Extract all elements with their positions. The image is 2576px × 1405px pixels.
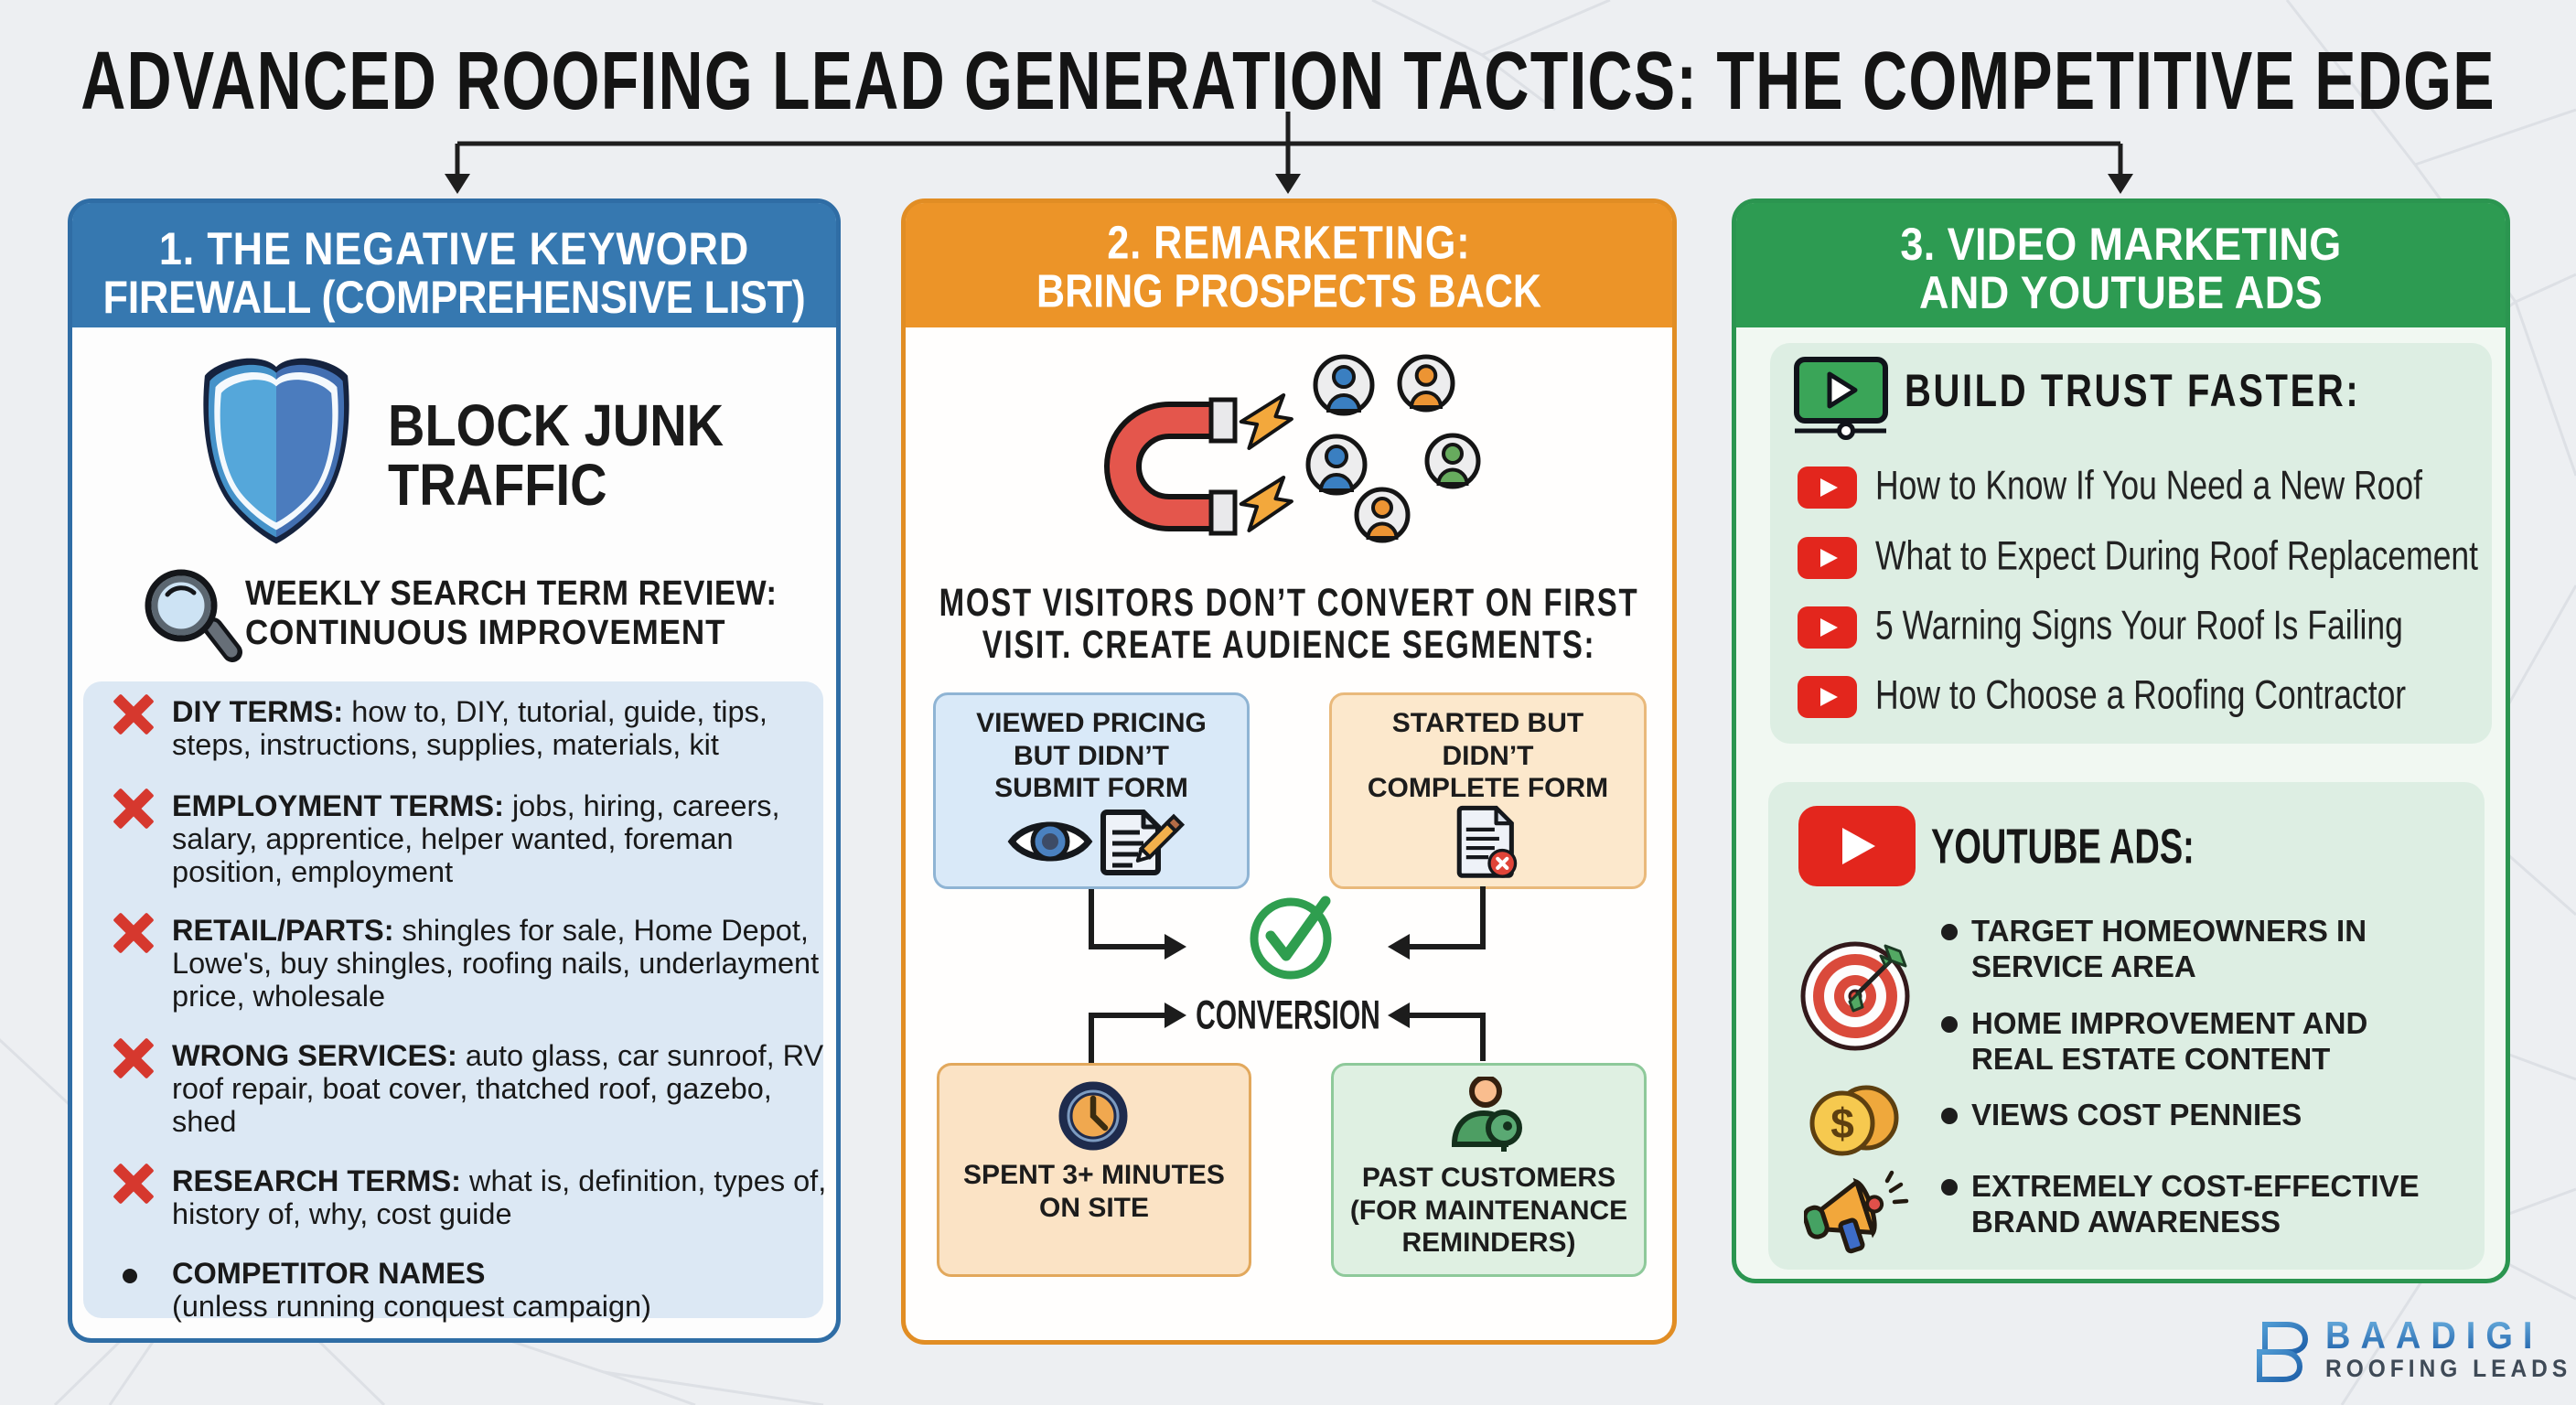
svg-text:$: $ (1830, 1099, 1854, 1147)
